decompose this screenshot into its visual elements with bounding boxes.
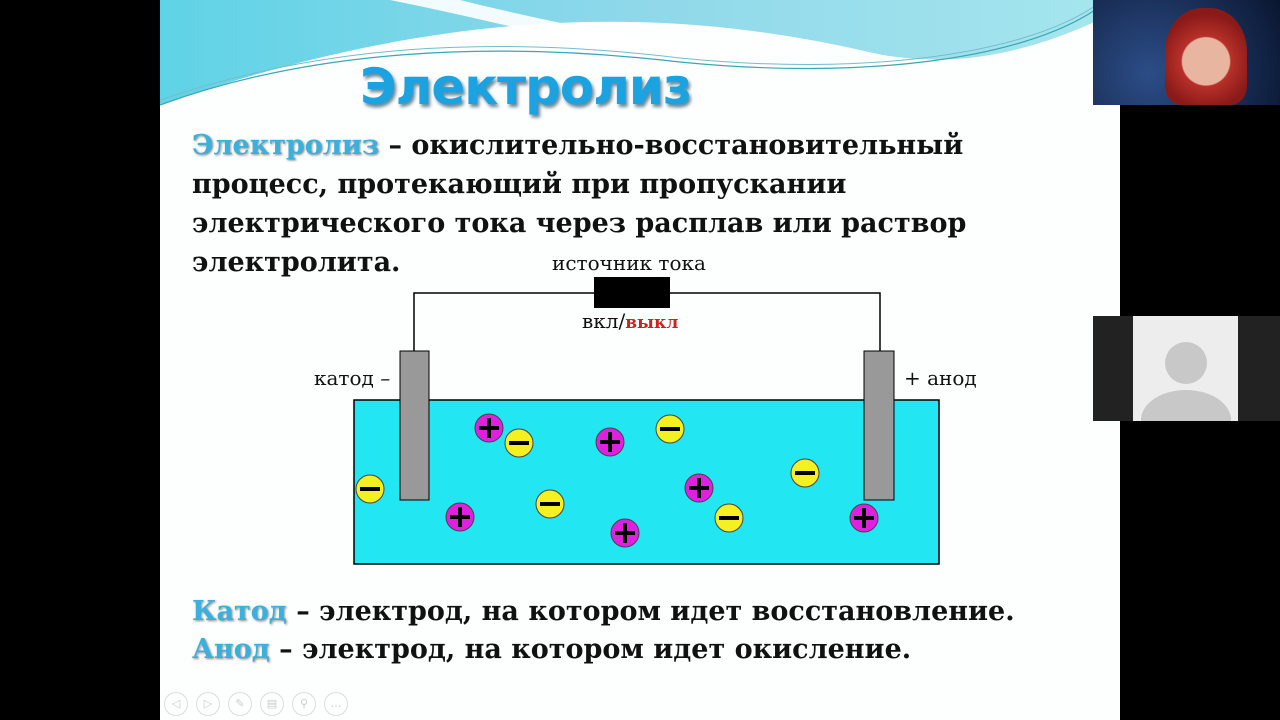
anode-def: – электрод, на котором идет окисление. bbox=[269, 634, 912, 665]
cation bbox=[445, 502, 475, 532]
anion bbox=[714, 503, 744, 533]
webcam-video-tile[interactable] bbox=[1093, 0, 1280, 105]
slide-title: Электролиз bbox=[360, 58, 692, 116]
definition-body: – окислительно-восстановительный процесс… bbox=[192, 130, 967, 278]
anion bbox=[504, 428, 534, 458]
anode-term: Анод bbox=[192, 634, 270, 665]
electrolyte-solution bbox=[353, 399, 940, 565]
slides-grid-button[interactable]: ▤ bbox=[260, 692, 284, 716]
cation bbox=[684, 473, 714, 503]
pen-tool-button[interactable]: ✎ bbox=[228, 692, 252, 716]
cathode-term: Катод bbox=[192, 596, 287, 627]
previous-slide-button[interactable]: ◁ bbox=[164, 692, 188, 716]
next-slide-button[interactable]: ▷ bbox=[196, 692, 220, 716]
anion bbox=[355, 474, 385, 504]
cation bbox=[849, 503, 879, 533]
power-source-label: источник тока bbox=[552, 251, 706, 275]
power-source bbox=[594, 277, 670, 308]
cathode-definition: Катод – электрод, на котором идет восста… bbox=[192, 596, 1015, 627]
more-options-button[interactable]: … bbox=[324, 692, 348, 716]
avatar-placeholder bbox=[1133, 316, 1238, 421]
cathode-label: катод – bbox=[314, 366, 391, 390]
anode-definition: Анод – электрод, на котором идет окислен… bbox=[192, 634, 911, 665]
cation bbox=[610, 518, 640, 548]
switch-on: вкл/ bbox=[582, 309, 626, 333]
zoom-button[interactable]: ⚲ bbox=[292, 692, 316, 716]
anion bbox=[790, 458, 820, 488]
anode-electrode bbox=[863, 350, 895, 501]
cation bbox=[474, 413, 504, 443]
anode-label: + анод bbox=[904, 366, 977, 390]
participant-video-tile[interactable] bbox=[1093, 316, 1280, 421]
definition-term: Электролиз bbox=[192, 130, 380, 161]
cathode-electrode bbox=[399, 350, 430, 501]
switch-off: выкл bbox=[625, 313, 679, 333]
anion bbox=[535, 489, 565, 519]
switch-label[interactable]: вкл/выкл bbox=[582, 309, 678, 333]
electrolysis-diagram bbox=[353, 277, 940, 565]
header-wave-decoration bbox=[160, 0, 1120, 106]
cathode-def: – электрод, на котором идет восстановлен… bbox=[286, 596, 1015, 627]
definition-text: Электролиз – окислительно-восстановитель… bbox=[192, 126, 992, 282]
participant-face bbox=[1165, 8, 1247, 105]
presentation-slide: Электролиз Электролиз – окислительно-вос… bbox=[160, 0, 1120, 720]
cation bbox=[595, 427, 625, 457]
anion bbox=[655, 414, 685, 444]
